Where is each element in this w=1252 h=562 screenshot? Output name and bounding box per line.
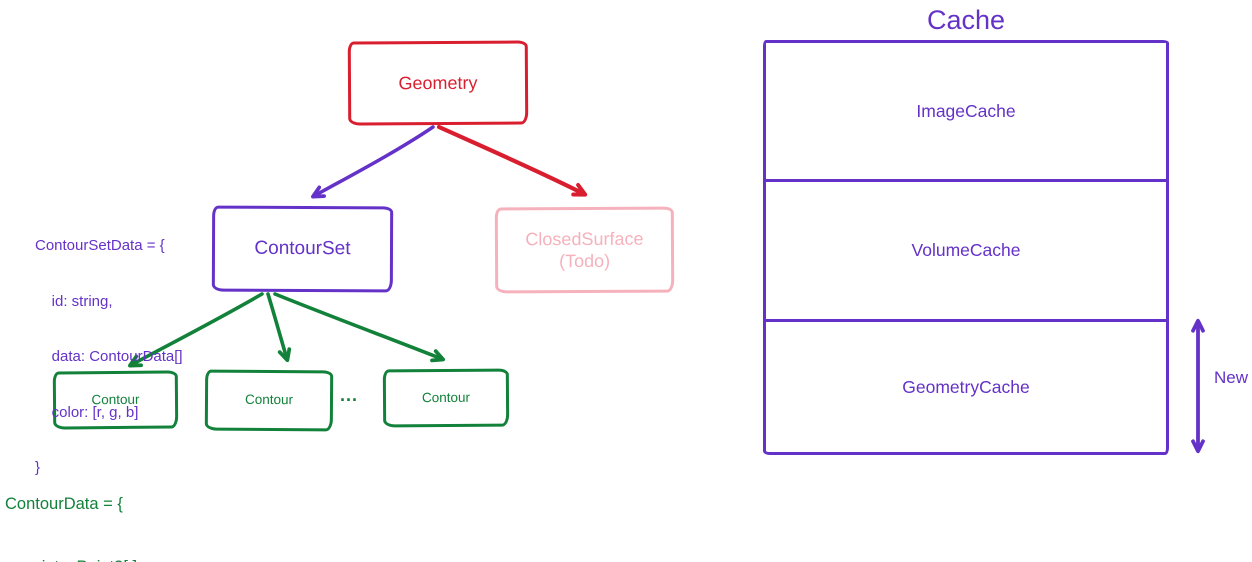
new-label: New <box>1214 368 1249 387</box>
annotation-contour-data[interactable]: ContourData = { points: Point3[ ], type:… <box>5 452 186 562</box>
arrow-contourset-to-contour-3[interactable] <box>273 292 446 363</box>
annotation-line: } <box>35 459 41 476</box>
node-closedsurface[interactable]: ClosedSurface (Todo) <box>494 206 675 294</box>
node-contour-3[interactable]: Contour <box>382 368 510 428</box>
cache-section-geometrycache-label: GeometryCache <box>902 376 1030 397</box>
annotation-line: color: [r, g, b] <box>35 403 139 421</box>
annotation-line: ContourSetData = { <box>35 237 165 254</box>
node-geometry-label: Geometry <box>398 72 478 93</box>
cache-section-volumecache-label: VolumeCache <box>911 240 1021 260</box>
arrow-geometry-to-closedsurface[interactable] <box>436 124 588 197</box>
cache-section-imagecache-label: ImageCache <box>916 100 1016 121</box>
annotation-line: data: ContourData[] <box>35 348 183 365</box>
contour-ellipsis: ... <box>340 385 359 405</box>
node-contour-3-label: Contour <box>421 389 471 405</box>
annotation-line: ContourData = { <box>5 495 123 513</box>
annotation-contour-set-data[interactable]: ContourSetData = { id: string, data: Con… <box>35 200 183 515</box>
cache-section-volumecache[interactable]: VolumeCache <box>766 179 1166 319</box>
arrow-contourset-to-contour-2[interactable] <box>266 292 292 363</box>
node-closedsurface-label-line1: ClosedSurface <box>525 228 644 249</box>
annotation-line: id: string, <box>35 292 113 310</box>
arrow-geometry-to-contourset[interactable] <box>311 125 435 199</box>
annotation-line: points: Point3[ ], <box>5 557 186 562</box>
node-contourset[interactable]: ContourSet <box>211 205 394 293</box>
node-contour-2[interactable]: Contour <box>204 369 334 432</box>
node-closedsurface-label-line2: (Todo) <box>558 250 611 272</box>
node-contourset-label: ContourSet <box>254 237 351 260</box>
cache-section-geometrycache[interactable]: GeometryCache <box>766 319 1166 452</box>
cache-stack[interactable]: ImageCache VolumeCache GeometryCache <box>763 40 1169 455</box>
cache-section-imagecache[interactable]: ImageCache <box>766 43 1166 179</box>
node-contour-2-label: Contour <box>244 391 294 408</box>
node-geometry[interactable]: Geometry <box>347 40 529 126</box>
cache-title: Cache <box>926 5 1006 35</box>
